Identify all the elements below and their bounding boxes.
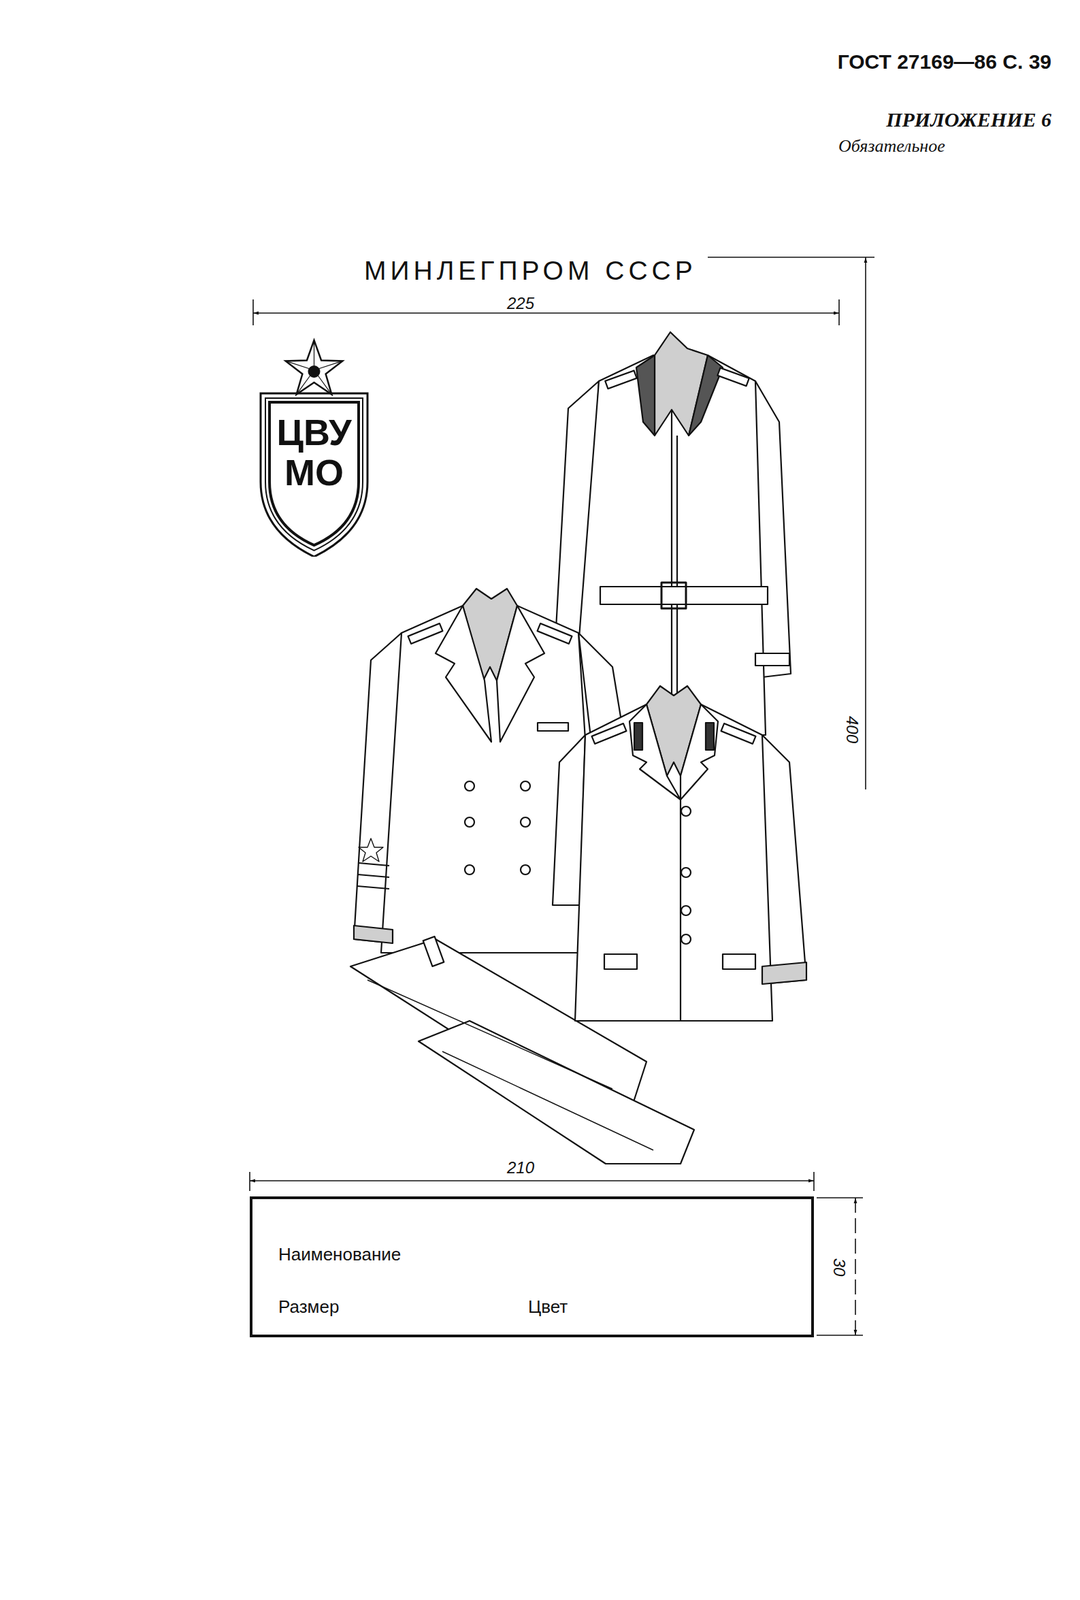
emblem-text: ЦВУ МО xyxy=(255,412,373,494)
field-name: Наименование xyxy=(278,1244,401,1265)
ministry-name: МИНЛЕГПРОМ СССР xyxy=(364,256,697,286)
emblem-shield: ЦВУ МО xyxy=(255,332,382,557)
appendix-title: ПРИЛОЖЕНИЕ 6 xyxy=(886,108,1052,131)
appendix-status: Обязательное xyxy=(838,136,946,157)
dimension-lines xyxy=(249,257,875,1336)
label-form-box: НаименованиеРазмер Цвет xyxy=(249,1196,814,1338)
single-breasted-jacket xyxy=(552,685,807,1021)
dimension-label: 400 xyxy=(843,713,861,746)
standard-number: ГОСТ 27169—86 С. 39 xyxy=(837,50,1052,73)
dimension-label: 225 xyxy=(504,294,537,313)
field-name: Цвет xyxy=(528,1297,568,1317)
garments xyxy=(350,332,807,1164)
dimension-label: 30 xyxy=(830,1255,848,1280)
field-name: Размер xyxy=(278,1297,339,1317)
dimension-label: 210 xyxy=(504,1158,537,1177)
